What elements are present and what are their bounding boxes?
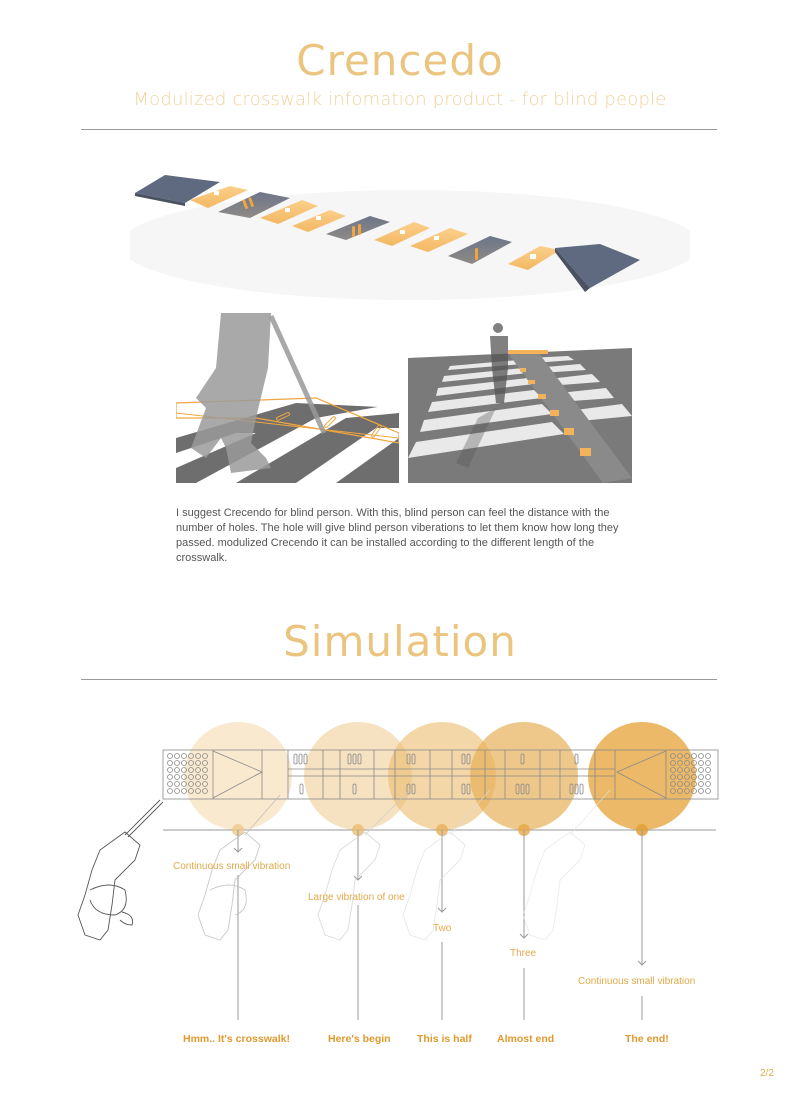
outcome-label-4: Almost end bbox=[497, 1033, 555, 1045]
modular-blocks-image bbox=[130, 175, 690, 300]
simulation-diagram bbox=[77, 722, 719, 1020]
hand-with-cane-icons bbox=[77, 789, 611, 941]
outcome-label-3: This is half bbox=[417, 1033, 472, 1045]
description-text: I suggest Crecendo for blind person. Wit… bbox=[176, 507, 619, 564]
section-title-simulation: Simulation bbox=[283, 617, 517, 666]
page-title: Crencedo bbox=[296, 36, 504, 85]
crosswalk-strip bbox=[162, 749, 719, 800]
vibration-label-5: Continuous small vibration bbox=[578, 976, 696, 987]
divider bbox=[81, 129, 717, 130]
page-subtitle: Modulized crosswalk infomation product -… bbox=[133, 89, 667, 110]
cane-closeup-image bbox=[176, 308, 399, 483]
street-crosswalk-image bbox=[408, 308, 632, 483]
vibration-label-3: Two bbox=[433, 923, 452, 934]
outcome-label-2: Here's begin bbox=[328, 1033, 391, 1045]
divider bbox=[81, 679, 717, 680]
vibration-circle-1 bbox=[184, 722, 292, 830]
outcome-label-1: Hmm.. It's crosswalk! bbox=[183, 1033, 290, 1045]
vibration-label-2: Large vibration of one bbox=[308, 892, 405, 903]
outcome-label-5: The end! bbox=[625, 1033, 669, 1045]
vibration-label-4: Three bbox=[510, 948, 537, 959]
vibration-circle-5 bbox=[588, 722, 696, 830]
vibration-label-1: Continuous small vibration bbox=[173, 861, 291, 872]
page-number: 2/2 bbox=[760, 1068, 774, 1079]
